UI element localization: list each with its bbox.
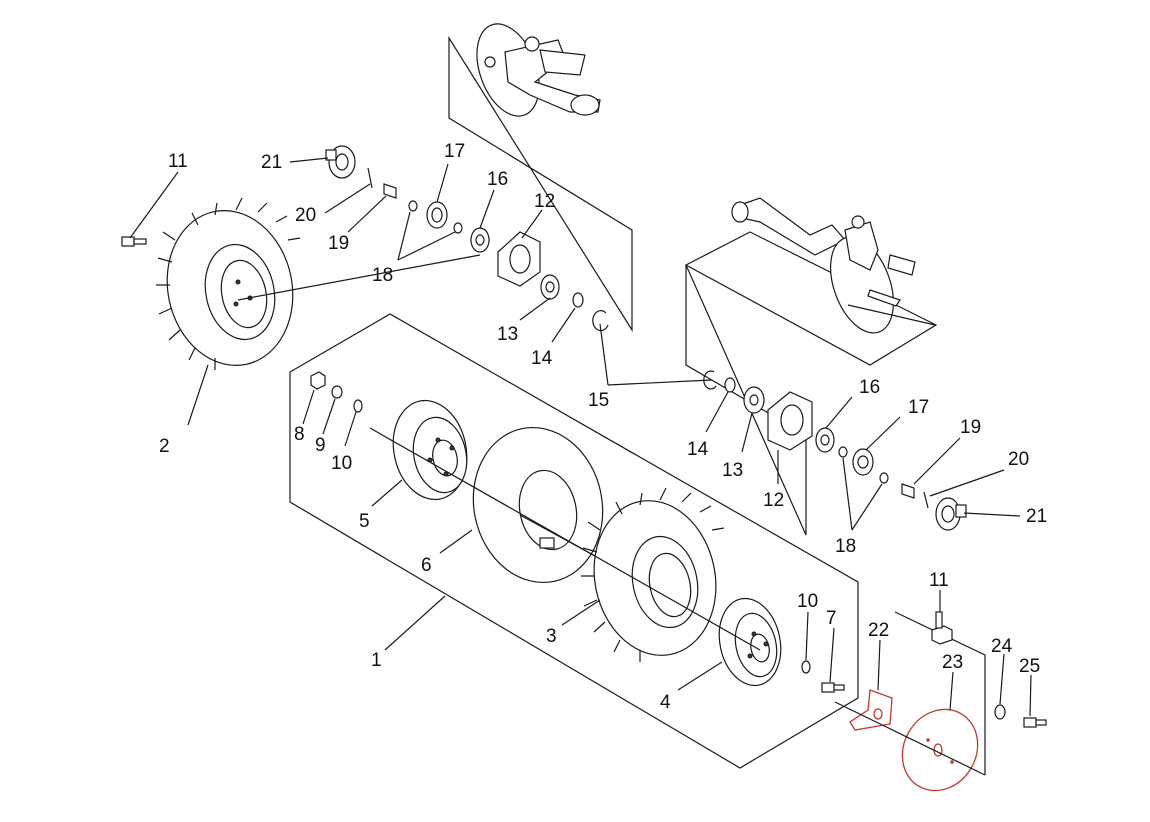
washer-bolt-10-7 xyxy=(801,660,845,693)
callout-16-right: 16 xyxy=(859,377,880,398)
callout-24: 24 xyxy=(991,636,1013,657)
callout-17-left: 17 xyxy=(444,141,465,162)
callout-3: 3 xyxy=(546,626,557,647)
bracket-22 xyxy=(849,689,893,731)
callout-9: 9 xyxy=(315,435,326,456)
tire-3 xyxy=(581,487,725,662)
callout-21-right: 21 xyxy=(1026,506,1047,527)
callout-13-right: 13 xyxy=(722,460,743,481)
callout-16-left: 16 xyxy=(487,169,508,190)
left-hub-parts xyxy=(325,145,609,332)
callout-21-left: 21 xyxy=(261,152,282,173)
callout-12-right: 12 xyxy=(763,490,784,511)
callout-20-right: 20 xyxy=(1008,449,1029,470)
callout-10-left: 10 xyxy=(331,453,352,474)
top-spindle-arm xyxy=(476,23,601,117)
callout-23: 23 xyxy=(942,652,963,673)
bolt-11-left xyxy=(121,236,147,247)
callout-18-left: 18 xyxy=(372,265,393,286)
right-spindle-arm xyxy=(731,197,916,334)
washer-bolt-24-25 xyxy=(994,704,1047,728)
right-hub-parts xyxy=(703,370,967,531)
left-tire xyxy=(156,197,301,370)
callout-8: 8 xyxy=(294,424,305,445)
callout-10-right: 10 xyxy=(797,591,818,612)
inner-tube-6 xyxy=(472,426,604,584)
rim-half-4 xyxy=(718,597,782,687)
callout-11-left: 11 xyxy=(168,151,188,172)
callout-1: 1 xyxy=(371,650,382,671)
disc-bracket-box xyxy=(894,611,986,775)
callout-5: 5 xyxy=(359,511,370,532)
callout-11-right: 11 xyxy=(929,570,949,591)
axis-lines xyxy=(237,254,986,776)
callout-4: 4 xyxy=(660,692,671,713)
bolt-11-right xyxy=(931,611,953,645)
right-spindle-box xyxy=(684,231,938,366)
callout-20-left: 20 xyxy=(295,205,316,226)
callout-25: 25 xyxy=(1019,656,1040,677)
callout-19-left: 19 xyxy=(328,233,349,254)
left-hub-box xyxy=(448,35,633,333)
callout-2: 2 xyxy=(159,436,170,457)
callout-17-right: 17 xyxy=(908,397,929,418)
wheel-assembly-box xyxy=(289,313,859,769)
leader-lines xyxy=(129,157,1032,717)
callout-19-right: 19 xyxy=(960,417,981,438)
nut-washers-8-9-10 xyxy=(310,371,363,413)
callout-6: 6 xyxy=(421,555,432,576)
callout-15: 15 xyxy=(588,390,609,411)
callout-18-right: 18 xyxy=(835,536,856,557)
disc-23 xyxy=(901,708,979,792)
callout-13-left: 13 xyxy=(497,324,518,345)
rim-half-5 xyxy=(392,399,468,501)
callout-12-left: 12 xyxy=(534,191,555,212)
callout-labels: 11 21 20 19 18 17 16 12 13 14 15 14 13 1… xyxy=(159,141,1047,713)
callout-7: 7 xyxy=(826,608,837,629)
callout-14-right: 14 xyxy=(687,439,709,460)
callout-14-left: 14 xyxy=(531,348,553,369)
callout-22: 22 xyxy=(868,620,889,641)
